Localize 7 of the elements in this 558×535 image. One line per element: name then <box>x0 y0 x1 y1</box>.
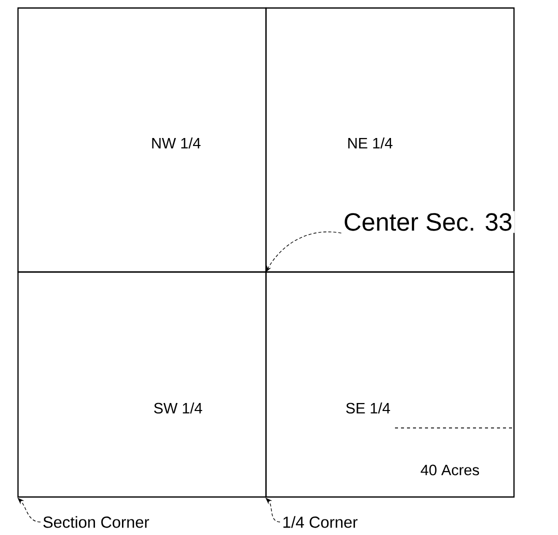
quarter-label: SE 1/4 <box>346 402 390 414</box>
callout-label: 1/4 Corner <box>280 514 360 530</box>
quarter-label: SW 1/4 <box>154 402 202 414</box>
quarter-label: NE 1/4 <box>348 137 392 148</box>
area-label: 40 Acres <box>420 464 480 476</box>
quarter-label: NW 1/4 <box>152 137 201 148</box>
callout-label: Section Corner <box>40 514 152 530</box>
